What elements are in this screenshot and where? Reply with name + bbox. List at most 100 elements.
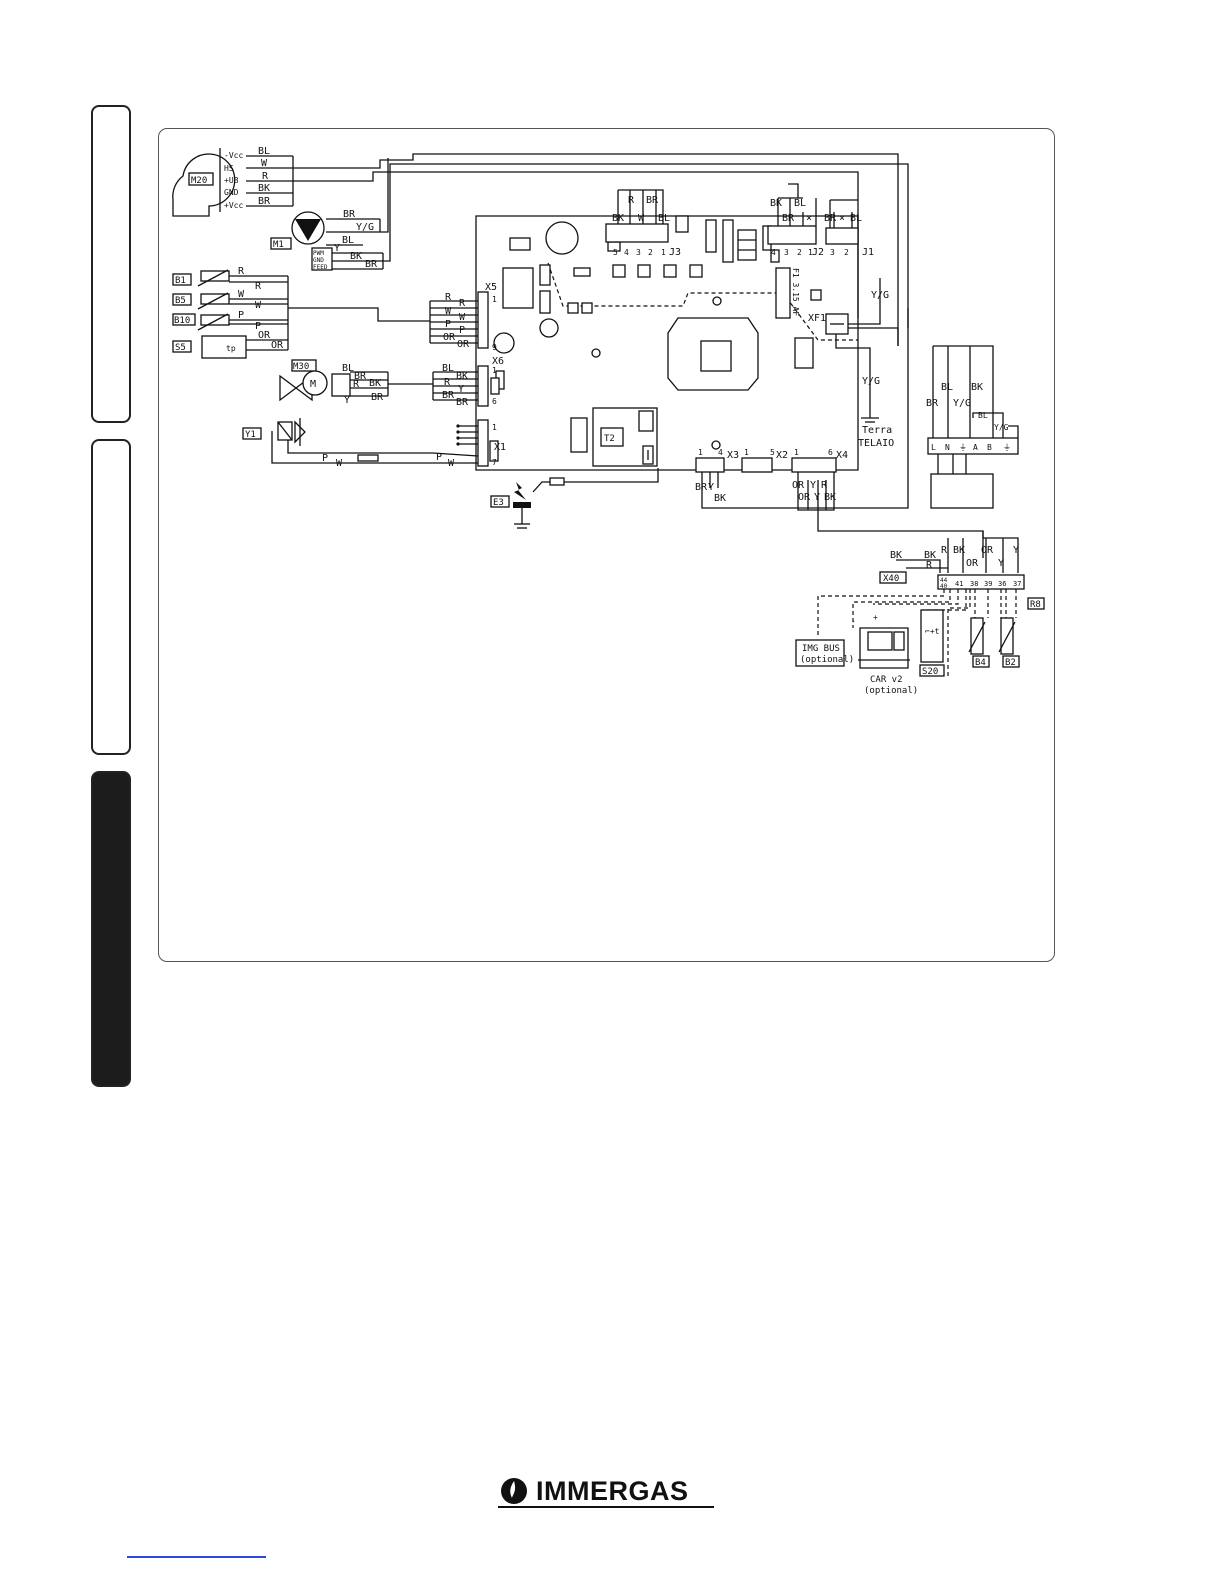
b1-wire-1: R [238,266,245,277]
mains-w-br: BR [926,398,939,409]
x6-w2: BK [456,371,468,382]
m30-wire-r: R [353,379,360,390]
label-m30: M30 [293,362,309,372]
car-v2-label: CAR v2 [870,675,903,685]
fan-wire-5: BR [258,196,271,207]
pump-wire-yg: Y/G [356,222,374,233]
yg-label-1: Y/G [871,290,889,301]
s20-symbol: ⌐+t [925,627,940,636]
j3-w-br: BR [646,195,659,206]
term-pin-40: 40 [940,583,948,590]
conn-j2: J2 [812,247,824,258]
yg-label-2: Y/G [862,376,880,387]
x2-pin-5: 5 [770,448,775,457]
label-b2: B2 [1005,658,1016,668]
x40-w-r-l: R [926,560,933,571]
x5-w4: W [459,312,466,323]
term-pin-44: 44 [940,577,948,584]
wiring-diagram: M20 -Vcc HS +UB GND +Vcc BL W R BK BR M1… [172,146,1045,696]
mains-pin-b: B [987,443,992,452]
j3-pin-5: 5 [613,248,618,257]
pump-wire-br2: BR [365,259,378,270]
conn-x2: X2 [776,450,788,461]
x1-pin-7: 7 [492,458,497,467]
terra-label: Terra [862,425,892,436]
fan-pin-2: HS [224,164,234,173]
x3-w-bk: BK [714,493,726,504]
x5-w5: P [445,319,451,330]
x6-pin-6: 6 [492,397,497,406]
conn-x1: X1 [494,442,506,453]
x2-pin-1: 1 [744,448,749,457]
mains-supply: Y/G Y/G Terra TELAIO BL BK BR Y/G BL Y/G… [835,278,1019,509]
x5-wires: R R W W P P OR OR [429,292,478,350]
m30-wire-bl: BL [342,363,354,374]
mains-w-bl: BL [941,382,953,393]
mains-w-yg: Y/G [953,398,971,409]
label-b4: B4 [975,658,986,668]
j3-pin-3: 3 [636,248,641,257]
side-tab-3[interactable] [91,771,131,1087]
m30-wire-br: BR [354,371,367,382]
term-pin-39: 39 [984,580,992,588]
fan-wire-2: W [261,158,268,169]
immergas-logo [501,1478,527,1504]
y1-wire-w: W [336,458,343,469]
b5-wire-2: W [255,300,262,311]
label-s20: S20 [922,667,938,677]
mains-pin-e: ⏚ [959,443,967,452]
x3-w-br: BR [695,482,708,493]
y1-pcb-p: P [436,452,442,463]
side-tab-1[interactable] [91,105,131,423]
j3-pin-1: 1 [661,248,666,257]
pump-wire-bk: BK [350,251,362,262]
mains-pin-n: N [945,443,950,452]
x40-w-bk-l1: BK [890,550,902,561]
x6-w3: R [444,377,451,388]
j1-x: × [839,213,845,224]
m30-wire-y: Y [344,395,350,406]
j1-pin-2: 2 [844,248,849,257]
mains-pin-a: A [973,443,978,452]
j3-pin-4: 4 [624,248,629,257]
j3-pin-2: 2 [648,248,653,257]
img-bus-optional: (optional) [800,655,854,665]
x40-w-y2: Y [998,558,1004,569]
fuse-label: F1 3.15 AF [791,268,800,316]
j2-w-bl: BL [794,198,806,209]
j2-x: × [806,213,812,224]
x6-w5: BR [442,390,455,401]
term-pin-41: 41 [955,580,963,588]
label-s5: S5 [175,343,186,353]
x3-pin-1: 1 [698,448,703,457]
j2-pin-4: 4 [771,248,776,257]
footer-link-line[interactable] [127,1556,266,1558]
x6-w1: BL [442,363,454,374]
x4-w-or2: OR [798,492,811,503]
m30-motor: M [310,379,316,390]
img-bus-label: IMG BUS [802,644,840,654]
x3-pin-4: 4 [718,448,723,457]
j2-pin-2: 2 [797,248,802,257]
x5-w3: W [445,306,452,317]
main-pcb: F1 3.15 AF XF1 T2 X5 1 [429,183,984,558]
x40-w-r: R [941,545,948,556]
telaio-label: TELAIO [858,438,894,449]
valve-m30: M30 M BL BR R Y BK BR [279,359,433,406]
side-tab-2[interactable] [91,439,131,755]
mains-w-bk: BK [971,382,983,393]
s5-wire-2: OR [271,340,284,351]
car-plus: + [873,613,878,622]
sensor-group: B1 B5 B10 S5 tp R R W W P P OR OR [172,266,430,359]
label-m1: M1 [273,240,284,250]
mains-w-yg2: Y/G [994,423,1009,432]
pump-wire-br: BR [343,209,356,220]
label-e3: E3 [493,498,504,508]
term-pin-38: 38 [970,580,978,588]
x4-pin-6: 6 [828,448,833,457]
fan-pin-3: +UB [224,176,239,185]
car-minus: - [851,617,856,626]
mains-w-bl2: BL [978,411,988,420]
x1-pin-1: 1 [492,423,497,432]
flame-icon [501,1478,527,1504]
